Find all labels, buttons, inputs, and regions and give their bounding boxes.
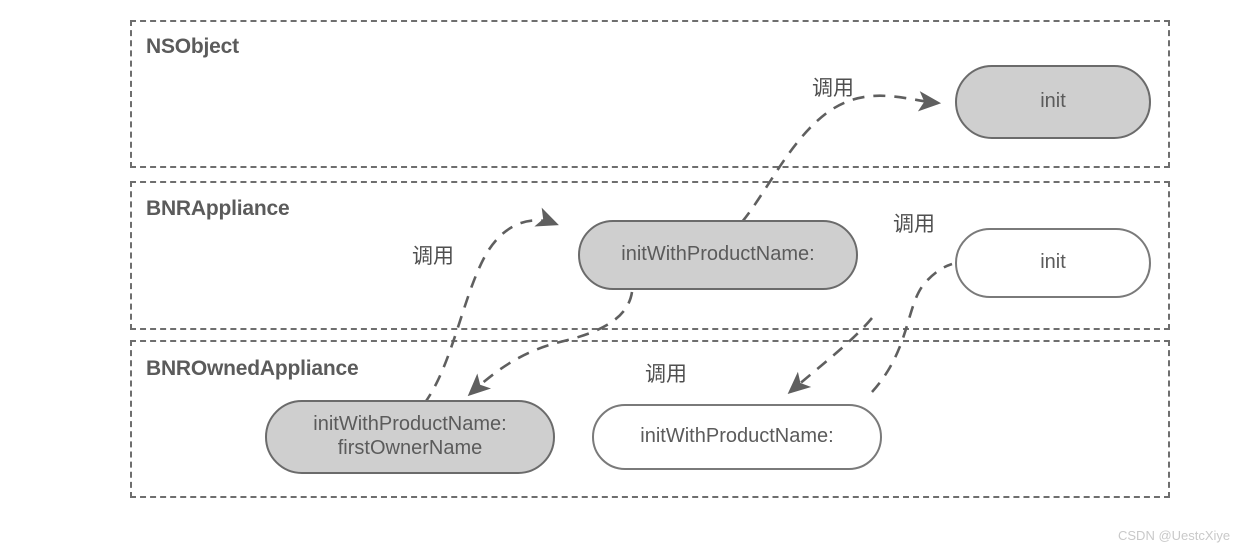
panel-title-nsobject: NSObject xyxy=(146,35,239,58)
node-label: initWithProductName: xyxy=(640,425,834,448)
panel-title-bnrappliance: BNRAppliance xyxy=(146,197,290,220)
node-label: init xyxy=(1040,90,1066,113)
node-label: initWithProductName: xyxy=(621,243,815,266)
edge-label-call-4: 调用 xyxy=(893,213,935,236)
node-bnrappliance-init[interactable]: init xyxy=(955,228,1151,298)
edge-label-call-1: 调用 xyxy=(812,77,854,100)
node-bnrownedappliance-initwithproductname[interactable]: initWithProductName: xyxy=(592,404,882,470)
panel-bnrownedappliance xyxy=(130,340,1170,498)
edge-label-call-2: 调用 xyxy=(412,245,454,268)
node-bnrownedappliance-initwithproductname-firstownername[interactable]: initWithProductName: firstOwnerName xyxy=(265,400,555,474)
node-label: initWithProductName: firstOwnerName xyxy=(313,413,507,459)
panel-bnrappliance xyxy=(130,181,1170,330)
panel-nsobject xyxy=(130,20,1170,168)
node-nsobject-init[interactable]: init xyxy=(955,65,1151,139)
watermark: CSDN @UestcXiye xyxy=(1118,528,1231,543)
edge-label-call-5: 调用 xyxy=(645,363,687,386)
panel-title-bnrownedappliance: BNROwnedAppliance xyxy=(146,357,359,380)
node-label: init xyxy=(1040,251,1066,274)
node-bnrappliance-initwithproductname[interactable]: initWithProductName: xyxy=(578,220,858,290)
